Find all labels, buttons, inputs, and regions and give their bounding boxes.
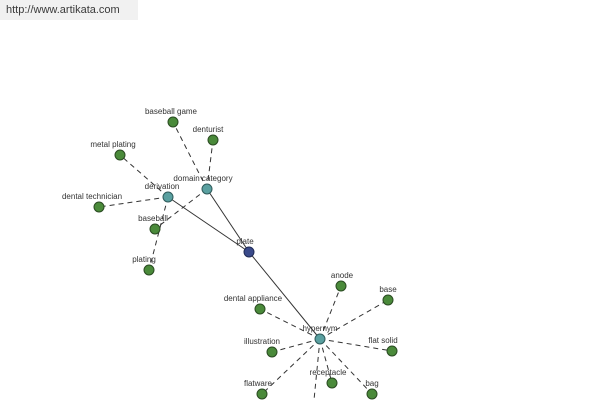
node-marker [266,346,278,358]
node-domain-category[interactable]: domain category [173,174,233,195]
node-label: domain category [173,174,232,183]
edge-hypernym-receptacle [319,338,333,384]
node-baseball-game[interactable]: baseball game [145,107,198,128]
node-label: dental technician [62,192,122,201]
node-dental-technician[interactable]: dental technician [62,192,122,213]
node-marker [335,280,347,292]
edge-hypernym-dental-appliance [259,308,321,340]
node-label: hypernym [302,324,337,333]
node-receptacle[interactable]: receptacle [310,368,347,389]
node-label: denturist [193,125,224,134]
node-label: derivation [145,182,180,191]
node-marker [162,191,174,203]
node-label: receptacle [310,368,347,377]
node-illustration[interactable]: illustration [244,337,280,358]
node-flat-solid[interactable]: flat solid [368,336,398,357]
node-marker [366,388,378,400]
leaf-nodes: baseball game denturist baseball metal p… [62,107,398,400]
node-marker [243,246,255,258]
node-anode[interactable]: anode [331,271,354,292]
edge-hypernym-anode [319,285,342,340]
edge-plate-derivation [167,196,250,253]
node-label: bag [365,379,378,388]
node-base[interactable]: base [379,285,397,306]
edge-hypernym-flat-solid [319,338,393,352]
edge-derivation-dental-technician [98,196,169,208]
node-derivation[interactable]: derivation [145,182,180,203]
node-label: anode [331,271,354,280]
node-label: baseball [138,214,168,223]
edge-plate-domain-category [206,188,250,253]
node-marker [201,183,213,195]
edges [98,121,393,400]
node-label: flat solid [368,336,397,345]
node-plating[interactable]: plating [132,255,156,276]
node-marker [314,333,326,345]
node-label: dental appliance [224,294,283,303]
node-marker [382,294,394,306]
edge-hypernym-offscreen [313,338,321,400]
node-label: illustration [244,337,280,346]
node-label: base [379,285,397,294]
node-marker [143,264,155,276]
edge-derivation-metal-plating [119,154,169,198]
node-label: metal plating [90,140,135,149]
node-marker [149,223,161,235]
node-marker [326,377,338,389]
edge-hypernym-base [319,299,389,340]
node-denturist[interactable]: denturist [193,125,224,146]
node-plate[interactable]: plate [236,237,255,258]
node-marker [256,388,268,400]
node-metal-plating[interactable]: metal plating [90,140,136,161]
edge-derivation-plating [148,196,169,271]
source-url[interactable]: http://www.artikata.com [0,0,138,20]
node-marker [386,345,398,357]
node-dental-appliance[interactable]: dental appliance [224,294,283,315]
node-hypernym[interactable]: hypernym [302,324,338,345]
node-baseball[interactable]: baseball [138,214,168,235]
node-marker [167,116,179,128]
node-bag[interactable]: bag [365,379,379,400]
node-label: baseball game [145,107,198,116]
node-marker [254,303,266,315]
node-marker [114,149,126,161]
edge-plate-hypernym [248,251,321,340]
relation-nodes: derivation domain category hypernym [145,174,338,345]
edge-domain-category-baseball [154,188,208,230]
node-label: flatware [244,379,273,388]
edge-domain-category-baseball-game [172,121,208,190]
node-label: plate [236,237,254,246]
node-marker [207,134,219,146]
node-label: plating [132,255,156,264]
node-flatware[interactable]: flatware [244,379,273,400]
edge-hypernym-flatware [261,338,321,395]
edge-hypernym-bag [319,338,373,395]
node-marker [93,201,105,213]
